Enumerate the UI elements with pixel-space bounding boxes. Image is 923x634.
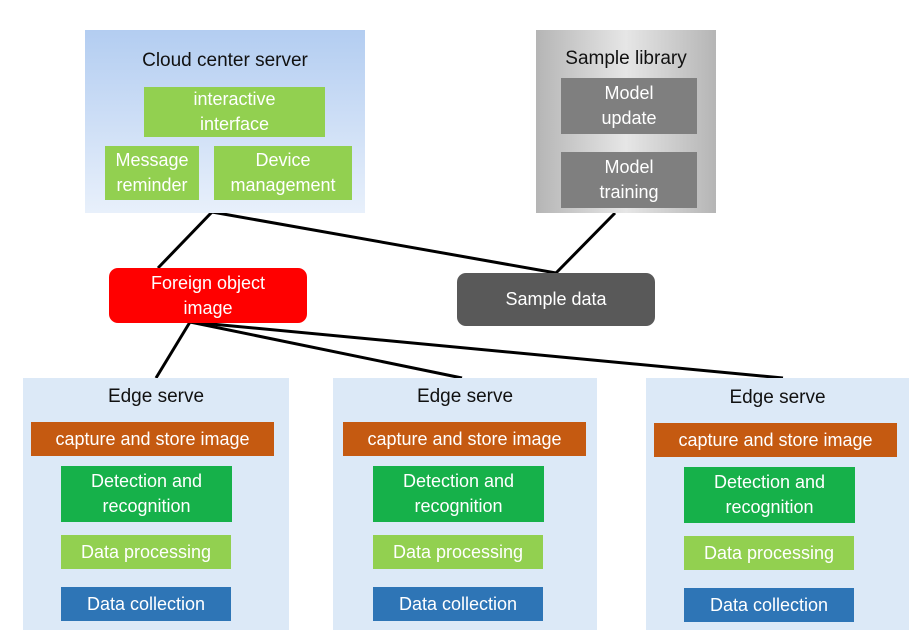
edge-serve-panel-2: Edge serve capture and store image Detec… <box>333 378 597 630</box>
data-processing-box: Data processing <box>61 535 231 569</box>
model-update-box: Model update <box>561 78 697 134</box>
edge-serve-title: Edge serve <box>107 386 205 407</box>
capture-store-image-box: capture and store image <box>31 422 274 456</box>
edge-serve-title: Edge serve <box>729 387 826 408</box>
edge-serve-panel-1: Edge serve capture and store image Detec… <box>23 378 289 630</box>
detection-recognition-box: Detection and recognition <box>684 467 855 523</box>
data-collection-box: Data collection <box>61 587 231 621</box>
cloud-center-panel: Cloud center server interactive interfac… <box>85 30 365 213</box>
sample-library-panel: Sample library Model update Model traini… <box>536 30 716 213</box>
data-collection-box: Data collection <box>373 587 543 621</box>
sample-library-title: Sample library <box>565 48 687 69</box>
data-processing-box: Data processing <box>684 536 854 570</box>
edge-serve-title: Edge serve <box>416 386 514 407</box>
detection-recognition-box: Detection and recognition <box>373 466 544 522</box>
foreign-object-image-box: Foreign object image <box>109 268 307 323</box>
detection-recognition-box: Detection and recognition <box>61 466 232 522</box>
sample-data-box: Sample data <box>457 273 655 326</box>
link-foreign-edge1 <box>154 321 192 379</box>
capture-store-image-box: capture and store image <box>654 423 897 457</box>
link-cloud-sample <box>211 210 557 275</box>
link-cloud-foreign <box>156 210 214 270</box>
device-management-box: Device management <box>214 146 352 200</box>
data-processing-box: Data processing <box>373 535 543 569</box>
link-foreign-edge3 <box>189 320 784 380</box>
edge-serve-panel-3: Edge serve capture and store image Detec… <box>646 378 909 630</box>
capture-store-image-box: capture and store image <box>343 422 586 456</box>
data-collection-box: Data collection <box>684 588 854 622</box>
message-reminder-box: Message reminder <box>105 146 199 200</box>
cloud-center-title: Cloud center server <box>142 50 308 71</box>
interactive-interface-box: interactive interface <box>144 87 325 137</box>
link-foreign-edge2 <box>189 320 463 380</box>
link-library-sample <box>554 211 617 275</box>
model-training-box: Model training <box>561 152 697 208</box>
